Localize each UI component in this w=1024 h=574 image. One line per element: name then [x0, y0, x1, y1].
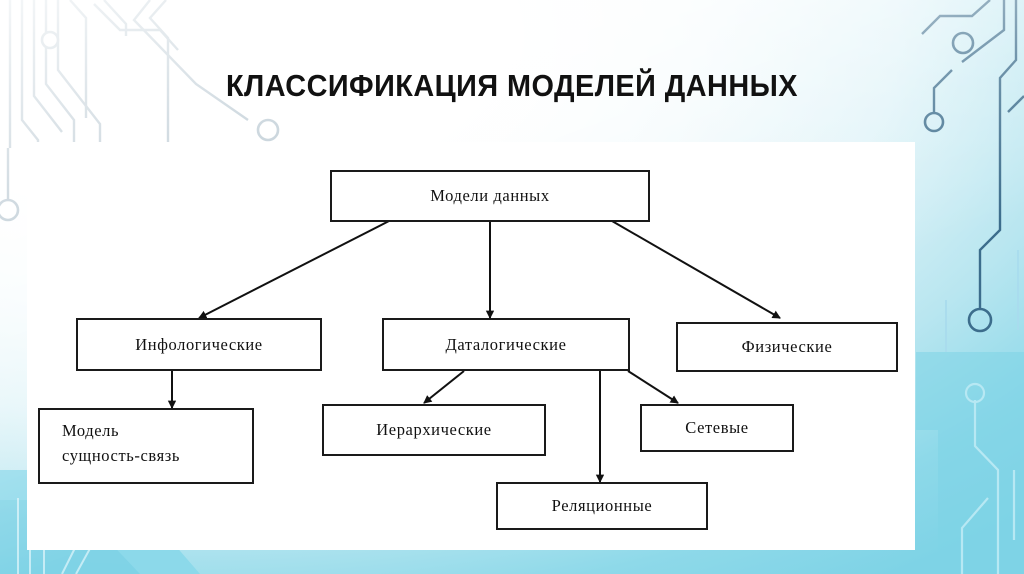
- edge-datalogical-network: [627, 370, 679, 404]
- edge-root-physical: [611, 220, 781, 319]
- node-hierarchical[interactable]: Иерархические: [322, 404, 546, 456]
- node-network[interactable]: Сетевые: [640, 404, 794, 452]
- node-entity-relation[interactable]: Модель сущность-связь: [38, 408, 254, 484]
- node-physical-label: Физические: [741, 337, 833, 356]
- node-relational-label: Реляционные: [551, 496, 653, 515]
- node-physical[interactable]: Физические: [676, 322, 898, 372]
- node-infological[interactable]: Инфологические: [76, 318, 322, 371]
- edge-datalogical-hierarchical: [423, 370, 465, 404]
- edge-root-infological: [198, 220, 390, 319]
- node-root[interactable]: Модели данных: [330, 170, 650, 222]
- node-entity-relation-label-line1: Модель: [62, 421, 120, 440]
- node-root-label: Модели данных: [430, 186, 550, 205]
- node-network-label: Сетевые: [685, 418, 749, 437]
- page-title: КЛАССИФИКАЦИЯ МОДЕЛЕЙ ДАННЫХ: [225, 68, 799, 103]
- node-entity-relation-label-line2: сущность-связь: [62, 445, 181, 465]
- node-datalogical[interactable]: Даталогические: [382, 318, 630, 371]
- node-infological-label: Инфологические: [135, 334, 263, 354]
- node-hierarchical-label: Иерархические: [376, 420, 492, 439]
- node-relational[interactable]: Реляционные: [496, 482, 708, 530]
- node-datalogical-label: Даталогические: [445, 334, 567, 354]
